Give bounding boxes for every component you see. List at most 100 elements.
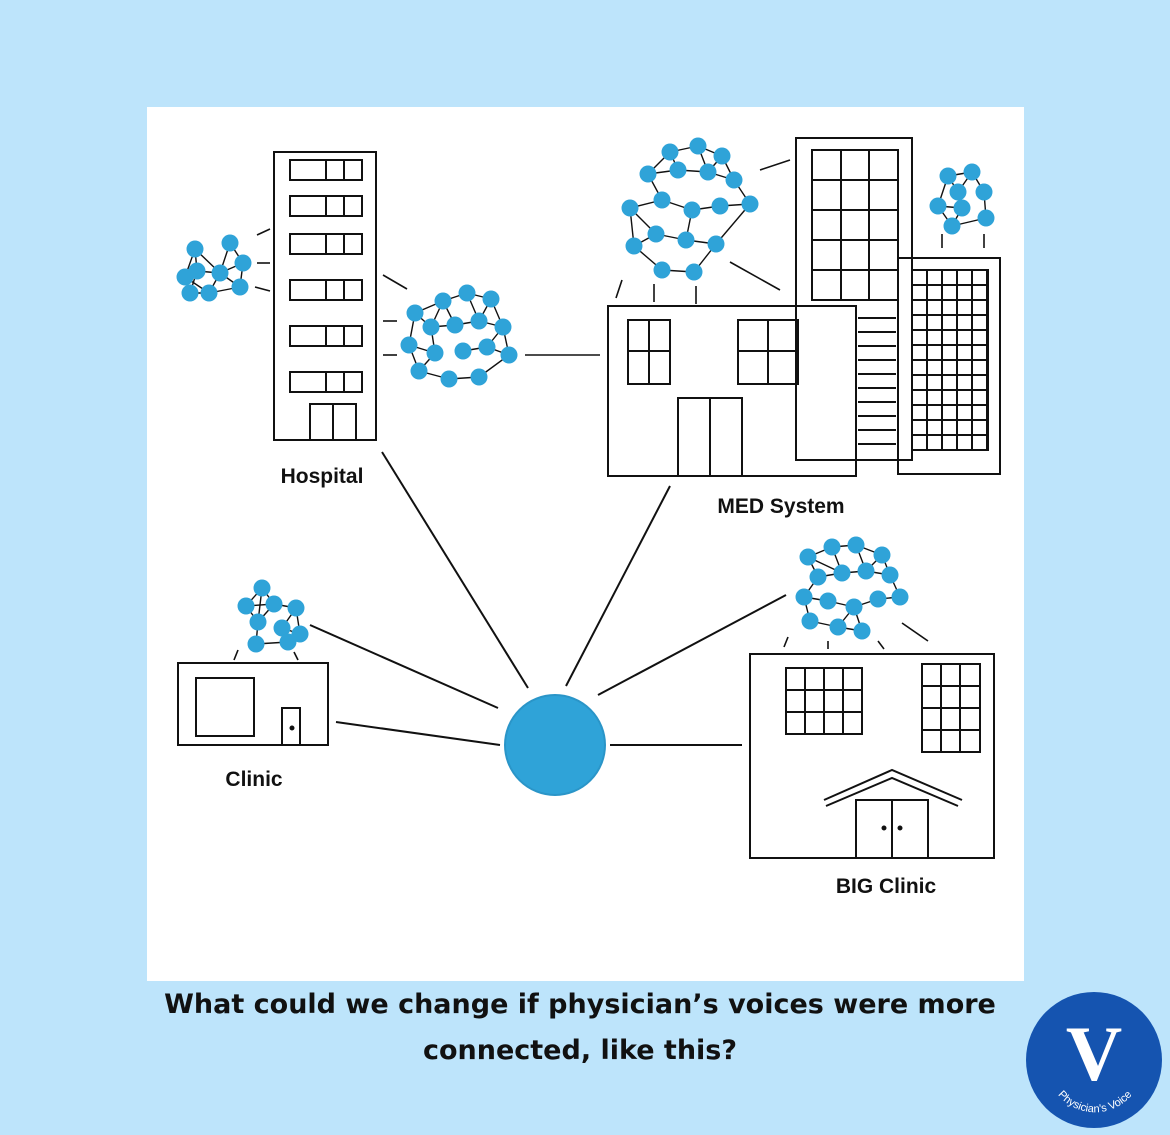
network-stub [729,261,781,291]
voice-dot [669,161,687,179]
voice-dot [677,231,695,249]
voice-dot [458,284,476,302]
connection-lines [309,451,787,746]
connection-line [335,721,501,746]
big-clinic-building [749,653,995,859]
voice-dot [929,197,947,215]
voice-dot [953,199,971,217]
med-system-building [607,137,1001,477]
voice-cluster [382,274,600,388]
voice-dot [422,318,440,336]
logo-letter: V [1066,1010,1122,1097]
diagram-panel [147,107,1024,981]
voice-dot [801,612,819,630]
voice-dot [410,362,428,380]
caption-line-2: connected, like this? [422,1035,738,1066]
voice-dot [273,619,291,637]
voice-dot [653,191,671,209]
voice-dot [279,633,297,651]
voice-dot [819,592,837,610]
voice-dot [847,536,865,554]
voice-dot [434,292,452,310]
connection-line [565,485,671,687]
voice-dot [221,234,239,252]
voice-dot [873,546,891,564]
voice-dot [176,268,194,286]
voice-dot [247,635,265,653]
voice-dot [625,237,643,255]
voice-dot [949,183,967,201]
network-stub [233,649,239,661]
voice-dot [231,278,249,296]
voice-dot [741,195,759,213]
voice-dot [853,622,871,640]
hospital-building [273,151,377,441]
big-clinic-label: BIG Clinic [836,875,937,898]
hospital-label: Hospital [281,465,364,488]
voice-dot [478,338,496,356]
voice-dot [237,597,255,615]
voice-dot [621,199,639,217]
network-stub [293,651,299,661]
voice-cluster [176,228,271,302]
voice-dot [725,171,743,189]
voice-dot [881,566,899,584]
voice-dot [661,143,679,161]
voice-cluster [929,163,995,248]
voice-dot [470,368,488,386]
voice-dot [253,579,271,597]
voice-dot [845,598,863,616]
voice-dot [823,538,841,556]
voice-networks [176,137,995,661]
connection-line [309,624,499,709]
voice-dot [426,344,444,362]
voice-dot [200,284,218,302]
voice-dot [713,147,731,165]
voice-dot [809,568,827,586]
voice-dot [869,590,887,608]
voice-dot [685,263,703,281]
clinic-label: Clinic [225,768,282,791]
voice-dot [181,284,199,302]
voice-dot [707,235,725,253]
voice-dot [647,225,665,243]
voice-dot [454,342,472,360]
voice-dot [653,261,671,279]
voice-dot [482,290,500,308]
voice-dot [975,183,993,201]
voice-dot [795,588,813,606]
voice-dot [186,240,204,258]
voice-dot [977,209,995,227]
voice-dot [211,264,229,282]
network-stub [759,159,791,171]
voice-dot [689,137,707,155]
physicians-voice-logo: V Physician's Voice [1026,992,1162,1128]
voice-dot [440,370,458,388]
network-stub [615,279,623,299]
voice-dot [287,599,305,617]
voice-dot [446,316,464,334]
voice-dot [829,618,847,636]
voice-dot [891,588,909,606]
voice-dot [799,548,817,566]
voice-dot [249,613,267,631]
network-stub [254,286,271,292]
voice-dot [470,312,488,330]
voice-dot [857,562,875,580]
voice-dot [939,167,957,185]
voice-dot [711,197,729,215]
network-stub [877,640,885,650]
voice-dot [234,254,252,272]
clinic-building [177,662,329,746]
network-stub [382,274,408,290]
voice-dot [400,336,418,354]
voice-dot [833,564,851,582]
voice-dot [683,201,701,219]
network-stub [901,622,929,642]
voice-cluster [615,137,791,304]
voice-dot [943,217,961,235]
caption-line-1: What could we change if physician’s voic… [164,989,996,1020]
network-link [715,203,751,245]
med-system-label: MED System [717,495,844,518]
caption: What could we change if physician’s voic… [130,982,1030,1074]
